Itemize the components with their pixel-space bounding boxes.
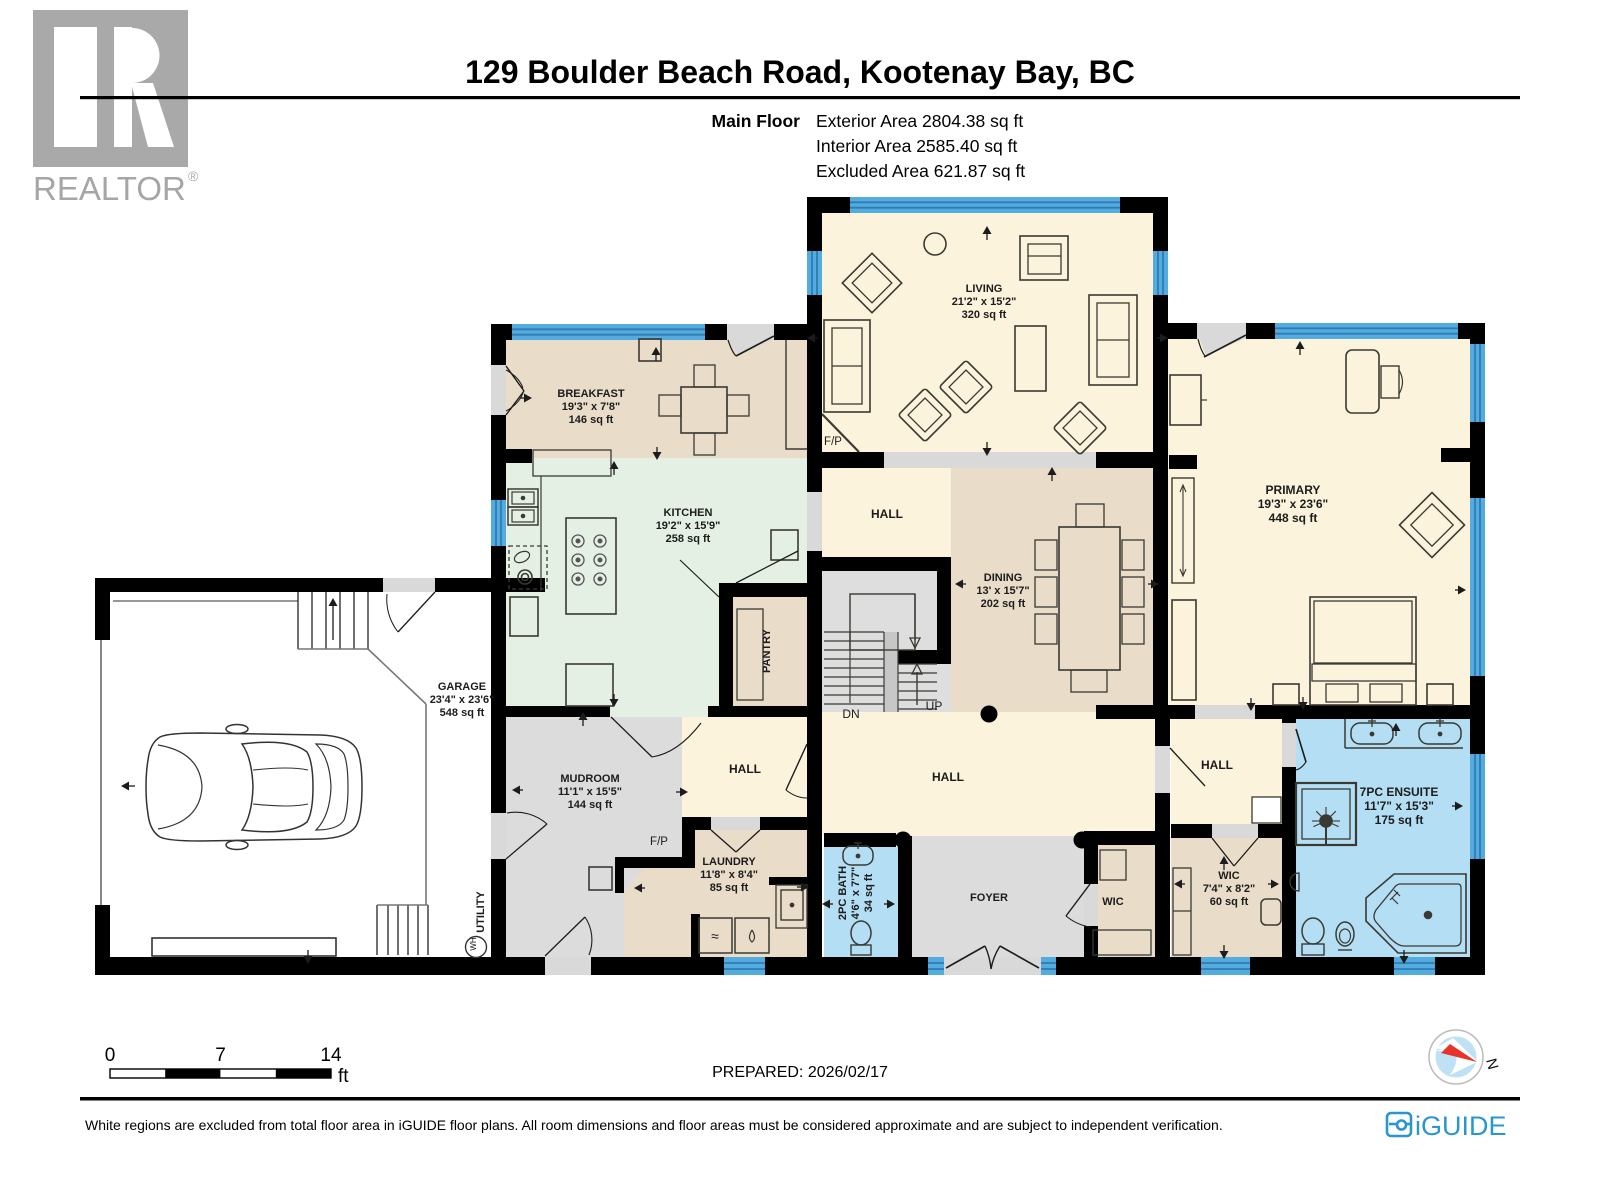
svg-text:HALL: HALL bbox=[932, 770, 964, 784]
svg-text:MUDROOM: MUDROOM bbox=[560, 773, 619, 785]
svg-text:175 sq ft: 175 sq ft bbox=[1375, 813, 1424, 827]
svg-text:Excluded Area 621.87 sq ft: Excluded Area 621.87 sq ft bbox=[816, 161, 1025, 181]
svg-text:11'7" x 15'3": 11'7" x 15'3" bbox=[1364, 799, 1434, 813]
svg-text:85 sq ft: 85 sq ft bbox=[710, 882, 749, 894]
svg-text:DN: DN bbox=[842, 707, 859, 721]
svg-text:KITCHEN: KITCHEN bbox=[664, 507, 713, 519]
svg-text:548 sq ft: 548 sq ft bbox=[440, 707, 485, 719]
svg-text:®: ® bbox=[188, 168, 199, 184]
svg-text:F/P: F/P bbox=[650, 836, 668, 848]
svg-text:320 sq ft: 320 sq ft bbox=[962, 309, 1007, 321]
svg-text:19'3" x 7'8": 19'3" x 7'8" bbox=[562, 401, 620, 413]
svg-text:2PC BATH: 2PC BATH bbox=[837, 866, 849, 920]
svg-text:0: 0 bbox=[105, 1045, 116, 1066]
svg-text:19'2" x 15'9": 19'2" x 15'9" bbox=[656, 520, 721, 532]
svg-text:Main Floor: Main Floor bbox=[712, 111, 801, 131]
svg-text:WH: WH bbox=[469, 937, 478, 951]
svg-text:7'4" x 8'2": 7'4" x 8'2" bbox=[1203, 883, 1255, 895]
svg-text:HALL: HALL bbox=[871, 507, 903, 521]
svg-text:FOYER: FOYER bbox=[970, 892, 1008, 904]
svg-text:13' x 15'7": 13' x 15'7" bbox=[976, 585, 1029, 597]
svg-text:GARAGE: GARAGE bbox=[438, 681, 486, 693]
svg-text:146 sq ft: 146 sq ft bbox=[569, 414, 614, 426]
svg-text:202 sq ft: 202 sq ft bbox=[981, 598, 1026, 610]
svg-text:iGUIDE: iGUIDE bbox=[1415, 1111, 1507, 1141]
svg-text:PANTRY: PANTRY bbox=[761, 628, 773, 673]
svg-text:DINING: DINING bbox=[984, 572, 1023, 584]
svg-text:448 sq ft: 448 sq ft bbox=[1269, 511, 1318, 525]
svg-text:21'2" x 15'2": 21'2" x 15'2" bbox=[952, 296, 1017, 308]
svg-text:144 sq ft: 144 sq ft bbox=[568, 799, 613, 811]
svg-text:Interior Area 2585.40 sq ft: Interior Area 2585.40 sq ft bbox=[816, 136, 1018, 156]
svg-text:N: N bbox=[1482, 1057, 1501, 1072]
svg-text:White regions are excluded fro: White regions are excluded from total fl… bbox=[85, 1117, 1223, 1133]
svg-text:F/P: F/P bbox=[824, 436, 842, 448]
svg-text:Exterior Area 2804.38 sq ft: Exterior Area 2804.38 sq ft bbox=[816, 111, 1023, 131]
svg-text:19'3" x 23'6": 19'3" x 23'6" bbox=[1258, 497, 1328, 511]
svg-text:7PC ENSUITE: 7PC ENSUITE bbox=[1360, 785, 1439, 799]
svg-text:PREPARED: 2026/02/17: PREPARED: 2026/02/17 bbox=[712, 1064, 888, 1081]
svg-text:34 sq ft: 34 sq ft bbox=[863, 873, 875, 912]
svg-text:LAUNDRY: LAUNDRY bbox=[702, 856, 756, 868]
svg-text:BREAKFAST: BREAKFAST bbox=[557, 388, 625, 400]
svg-text:UP: UP bbox=[926, 699, 943, 713]
svg-text:60 sq ft: 60 sq ft bbox=[1210, 896, 1249, 908]
svg-text:REALTOR: REALTOR bbox=[33, 170, 186, 207]
svg-text:HALL: HALL bbox=[729, 762, 761, 776]
svg-text:14: 14 bbox=[320, 1045, 342, 1066]
svg-text:PRIMARY: PRIMARY bbox=[1266, 483, 1321, 497]
svg-text:7: 7 bbox=[215, 1045, 226, 1066]
svg-text:WIC: WIC bbox=[1102, 896, 1123, 908]
svg-text:258 sq ft: 258 sq ft bbox=[666, 533, 711, 545]
svg-text:HALL: HALL bbox=[1201, 758, 1233, 772]
svg-text:≈: ≈ bbox=[711, 928, 719, 944]
svg-text:4'6" x 7'7": 4'6" x 7'7" bbox=[850, 867, 862, 919]
svg-text:LIVING: LIVING bbox=[966, 283, 1003, 295]
svg-text:23'4" x 23'6": 23'4" x 23'6" bbox=[430, 694, 495, 706]
svg-text:UTILITY: UTILITY bbox=[475, 891, 487, 933]
svg-text:11'8" x 8'4": 11'8" x 8'4" bbox=[700, 869, 758, 881]
svg-text:129 Boulder Beach Road, Kooten: 129 Boulder Beach Road, Kootenay Bay, BC bbox=[465, 54, 1135, 90]
svg-text:11'1" x 15'5": 11'1" x 15'5" bbox=[558, 786, 622, 798]
svg-text:ft: ft bbox=[338, 1066, 349, 1087]
svg-text:WIC: WIC bbox=[1218, 870, 1239, 882]
